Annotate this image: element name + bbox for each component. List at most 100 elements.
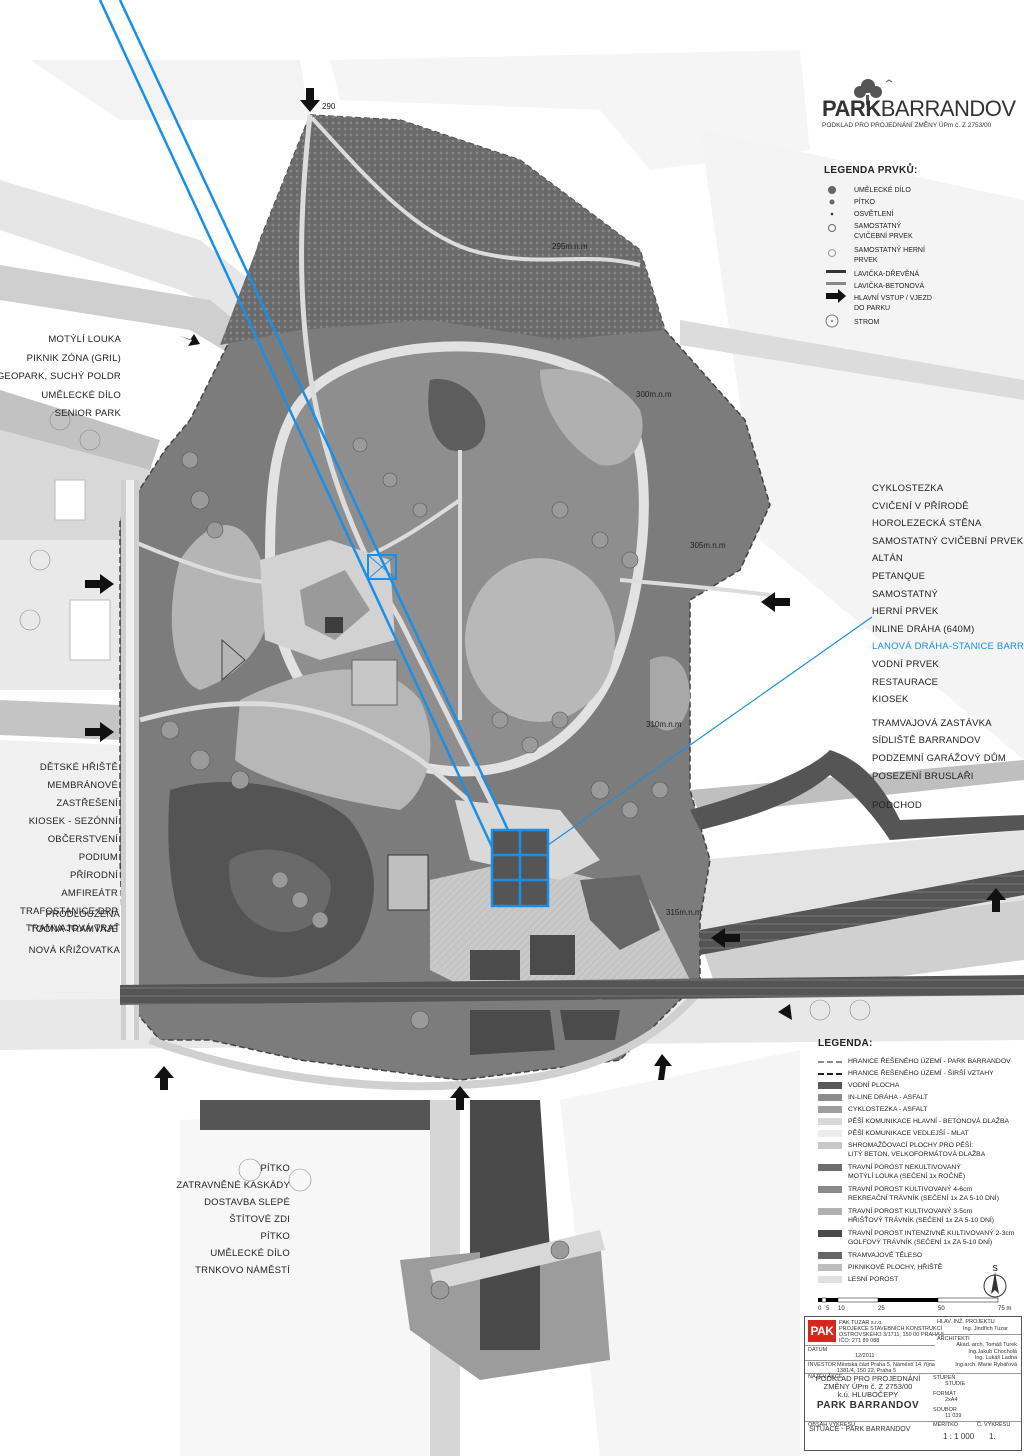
date-value: 12/2011: [855, 1353, 875, 1359]
legend-main-label: TRAMVAJOVÉ TĚLESO: [848, 1252, 923, 1259]
legend-swatch: [818, 1276, 842, 1283]
legend-main-label: HRANICE ŘEŠENÉHO ÚZEMÍ - ŠIRŠÍ VZTAHY: [848, 1070, 994, 1077]
format-value: 2xA4: [945, 1397, 958, 1403]
map-label: CVIČENÍ V PŘÍRODĚ: [872, 500, 969, 512]
date-label: DATUM: [808, 1347, 828, 1353]
legend-main-item: HRANICE ŘEŠENÉHO ÚZEMÍ - ŠIRŠÍ VZTAHY: [814, 1069, 1022, 1081]
hip-name: Ing. Jindřich Tuzar: [963, 1326, 1008, 1332]
legend-main-item: TRAMVAJOVÉ TĚLESO: [814, 1251, 1022, 1263]
trees: [19, 409, 871, 1300]
legend-main-item: VODNÍ PLOCHA: [814, 1081, 1022, 1093]
legend-main-item: SHROMAŽĎOVACÍ PLOCHY PRO PĚŠÍ: LITÝ BETO…: [814, 1141, 1022, 1163]
map-label: UMĚLECKÉ DÍLO: [210, 1248, 290, 1259]
scale-tick-label: 5: [826, 1306, 830, 1312]
scale-tick-label: 75 m: [998, 1306, 1011, 1312]
entrance-arrows: [85, 88, 1006, 1110]
north-arrow-icon: S: [983, 1264, 1007, 1298]
bench-concrete-icon: [826, 282, 846, 285]
map-label: PIKNIK ZÓNA (GRIL): [26, 352, 121, 364]
map-label: RESTAURACE: [872, 676, 939, 688]
file-label: SOUBOR: [933, 1407, 957, 1413]
legend-main: LEGENDA: HRANICE ŘEŠENÉHO ÚZEMÍ - PARK B…: [814, 1038, 1022, 1287]
legend-main-label: TRAVNÍ POROST KULTIVOVANÝ 4-6cm REKREAČN…: [848, 1186, 999, 1202]
legend-main-label: PĚŠÍ KOMUNIKACE HLAVNÍ - BETONOVÁ DLAŽBA: [848, 1118, 1010, 1125]
legend-main-item: IN-LINE DRÁHA - ASFALT: [814, 1093, 1022, 1105]
map-label: MOTÝLÍ LOUKA: [48, 334, 121, 345]
map-label: ALTÁN: [872, 553, 903, 565]
labels-left-low: PRODLOUŽENÁ TRAMVAJOVÁ TRAŤ NOVÁ KŘIŽOVATK…: [26, 908, 120, 958]
scale-tick-label: 10: [838, 1306, 845, 1312]
legend-element-item: STROM: [854, 319, 880, 326]
legend-element-item: OSVĚTLENÍ: [854, 211, 894, 218]
map-label: TOČNA TRAMVAJE: [30, 924, 118, 935]
brand-subtitle: PODKLAD PRO PROJEDNÁNÍ ZMĚNY ÚPm č. Z 27…: [822, 122, 992, 129]
legend-element-item: SAMOSTATNÝ HERNÍ PRVEK: [854, 247, 925, 264]
map-label: DOSTAVBA SLEPÉ: [204, 1197, 290, 1208]
format-label: FORMÁT: [933, 1391, 957, 1397]
legend-main-label: TRAVNÍ POROST INTENZIVNĚ KULTIVOVANÝ 2-3…: [848, 1230, 1015, 1246]
drawing-label: OBSAH VÝKRESU: [808, 1422, 856, 1428]
legend-swatch: [818, 1208, 842, 1215]
drawing-title: SITUACE - PARK BARRANDOV: [809, 1426, 911, 1433]
legend-main-label: TRAVNÍ POROST KULTIVOVANÝ 3-5cm HŘIŠŤOVÝ…: [848, 1208, 995, 1224]
map-label: TRAMVAJOVÁ TRAŤ: [26, 923, 120, 934]
bench-wood-icon: [826, 270, 846, 273]
drawing-no-value: 1.: [989, 1432, 996, 1441]
park-brand: PARKBARRANDOV: [822, 96, 1016, 121]
map-label: PODIUM: [78, 852, 118, 863]
map-label: PRODLOUŽENÁ: [45, 909, 120, 920]
legend-main-item: PĚŠÍ KOMUNIKACE HLAVNÍ - BETONOVÁ DLAŽBA: [814, 1117, 1022, 1129]
map-label: KIOSEK: [872, 694, 909, 706]
stage-value: STUDIE: [945, 1381, 966, 1387]
drawing-no-label: Č. VÝKRESU: [977, 1422, 1011, 1428]
legend-main-label: CYKLOSTEZKA - ASFALT: [848, 1106, 928, 1113]
investor-value: Městská část Praha 5, Náměstí 14. října …: [837, 1362, 935, 1374]
map-label: TRNKOVO NÁMĚSTÍ: [195, 1265, 290, 1276]
company-logo: PAK: [808, 1320, 836, 1342]
legend-swatch: [818, 1264, 842, 1271]
legend-elements-heading: LEGENDA PRVKŮ:: [824, 165, 918, 176]
legend-element-item: HLAVNÍ VSTUP / VJEZD DO PARKU: [854, 295, 932, 312]
legend-main-label: IN-LINE DRÁHA - ASFALT: [848, 1094, 928, 1101]
legend-main-heading: LEGENDA:: [818, 1038, 873, 1049]
map-label: UMĚLECKÉ DÍLO: [41, 389, 121, 401]
map-label: SAMOSTATNÝ CVIČEBNÍ PRVEK: [872, 535, 1024, 547]
map-label: OBČERSTVENÍ: [47, 834, 118, 845]
map-label: POSEZENÍ BRUSLAŘI: [872, 770, 974, 782]
park-logo-tree-icon: [854, 79, 893, 105]
elevation-label: 295m.n.m: [552, 242, 588, 251]
map-label: SENIOR PARK: [54, 408, 121, 419]
legend-element-item: LAVIČKA-DŘEVĚNÁ: [854, 271, 920, 278]
park-area: [119, 114, 1024, 1456]
legend-main-item: TRAVNÍ POROST KULTIVOVANÝ 3-5cm HŘIŠŤOVÝ…: [814, 1207, 1022, 1229]
map-label: ŠTÍTOVÉ ZDI: [229, 1214, 290, 1225]
map-label: GEOPARK, SUCHÝ POLDR: [0, 371, 121, 382]
hip-label: HLAV. INŽ. PROJEKTU: [937, 1319, 995, 1325]
elevation-label: 310m.n.m: [646, 720, 682, 729]
map-label: ZASTŘEŠENÍ: [56, 798, 118, 809]
map-label: PETANQUE: [872, 570, 926, 582]
legend-main-item: TRAVNÍ POROST NEKULTIVOVANÝ MOTÝLÍ LOUKA…: [814, 1163, 1022, 1185]
elevation-label: 315m.n.m: [666, 908, 702, 917]
legend-main-label: TRAVNÍ POROST NEKULTIVOVANÝ MOTÝLÍ LOUKA…: [848, 1164, 966, 1180]
map-label: KIOSEK - SEZÓNNÍ: [28, 816, 118, 827]
fountain-icon: [829, 199, 835, 205]
legend-swatch: [818, 1061, 842, 1063]
map-label: TRAMVAJOVÁ ZASTÁVKA: [872, 717, 992, 729]
legend-element-item: LAVIČKA-BETONOVÁ: [854, 283, 925, 290]
scale-tick-label: 0: [818, 1306, 822, 1312]
legend-element-item: SAMOSTATNÝ CVIČEBNÍ PRVEK: [854, 223, 913, 240]
legend-swatch: [818, 1073, 842, 1075]
legend-main-label: PĚŠÍ KOMUNIKACE VEDLEJŠÍ - MLAT: [848, 1130, 969, 1137]
map-label: PÍTKO: [260, 1231, 290, 1242]
legend-element-item: UMĚLECKÉ DÍLO: [854, 187, 911, 194]
map-label: PODCHOD: [872, 800, 922, 812]
legend-swatch: [818, 1118, 842, 1125]
job-title-main: PARK BARRANDOV: [816, 1400, 920, 1411]
entrance-arrow-icon: [826, 289, 846, 303]
map-label: NOVÁ KŘIŽOVATKA: [28, 945, 120, 956]
map-label: PÍTKO: [260, 1163, 290, 1174]
